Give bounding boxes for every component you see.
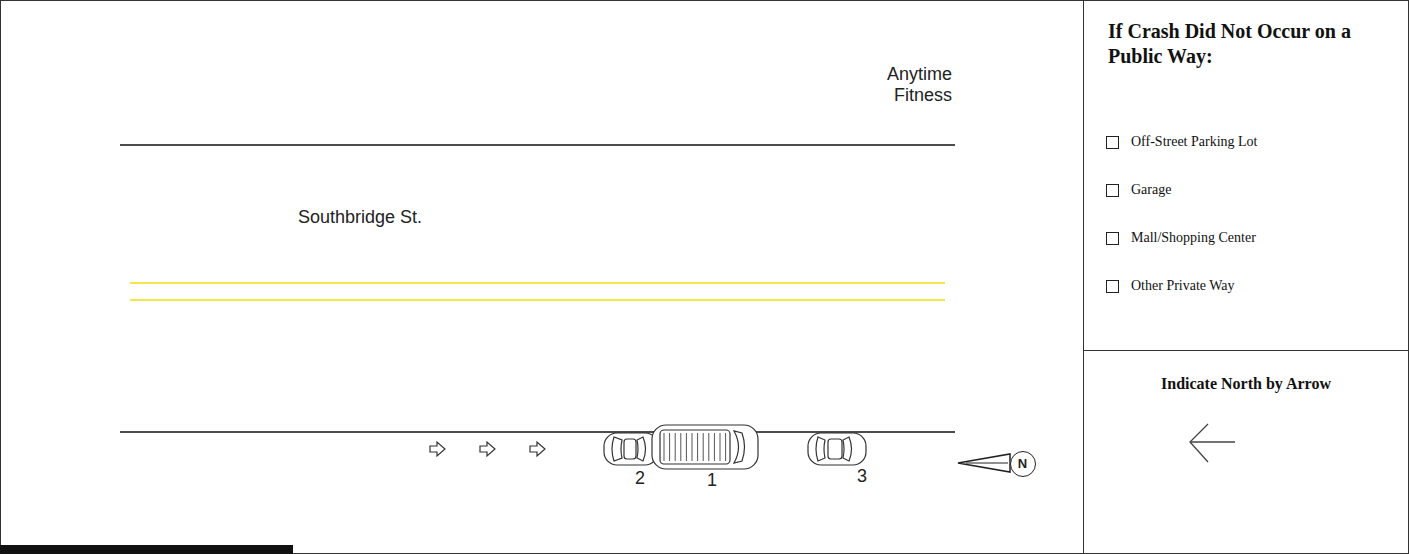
travel-arrows: [430, 442, 545, 456]
corner-bar: [0, 545, 293, 554]
option-text: Other Private Way: [1131, 277, 1235, 295]
road-edge: [120, 144, 955, 146]
car-2: [604, 433, 658, 465]
roof-slat: [708, 433, 709, 461]
center-line: [130, 299, 945, 301]
roof-slat: [664, 433, 665, 461]
roof-slat: [720, 433, 721, 461]
roof-slat: [725, 433, 726, 461]
option-text: Garage: [1131, 181, 1171, 199]
compass-circle: N: [1010, 451, 1036, 477]
roof-slat: [675, 433, 676, 461]
car-3: [808, 433, 866, 465]
option-text: Mall/Shopping Center: [1131, 229, 1256, 247]
checkbox: [1106, 184, 1119, 197]
compass-pointer: [966, 463, 1008, 464]
checkbox-option: Mall/Shopping Center: [1106, 229, 1398, 247]
panel-instruction: Indicate North by Arrow: [1094, 375, 1398, 393]
street-name: Southbridge St.: [298, 207, 498, 228]
roof-slat: [669, 433, 670, 461]
private-way-panel: If Crash Did Not Occur on a Public Way: O…: [1083, 0, 1409, 351]
callout-number: 2: [620, 468, 660, 489]
north-arrow: [1190, 424, 1235, 462]
checkbox-option: Off-Street Parking Lot: [1106, 133, 1398, 151]
panel-heading: If Crash Did Not Occur on a Public Way:: [1108, 19, 1394, 69]
option-text: Off-Street Parking Lot: [1131, 133, 1258, 151]
callout-number: 1: [692, 470, 732, 491]
checkbox-option: Other Private Way: [1106, 277, 1398, 295]
roof-slats: [664, 433, 726, 461]
roof-slat: [714, 433, 715, 461]
checkbox: [1106, 232, 1119, 245]
roof-slat: [703, 433, 704, 461]
center-line: [130, 282, 945, 284]
roof-slat: [686, 433, 687, 461]
north-arrow-panel: Indicate North by Arrow: [1083, 350, 1409, 554]
compass-pointer: [958, 454, 1010, 472]
checkbox: [1106, 136, 1119, 149]
checkbox-option: Garage: [1106, 181, 1398, 199]
vehicle-1: [652, 425, 758, 469]
checkbox: [1106, 280, 1119, 293]
compass-letter: N: [1018, 457, 1027, 470]
roof-slat: [692, 433, 693, 461]
roof-slat: [680, 433, 681, 461]
roof-slat: [697, 433, 698, 461]
callout-number: 3: [842, 466, 882, 487]
business-name: Anytime Fitness: [852, 64, 952, 105]
